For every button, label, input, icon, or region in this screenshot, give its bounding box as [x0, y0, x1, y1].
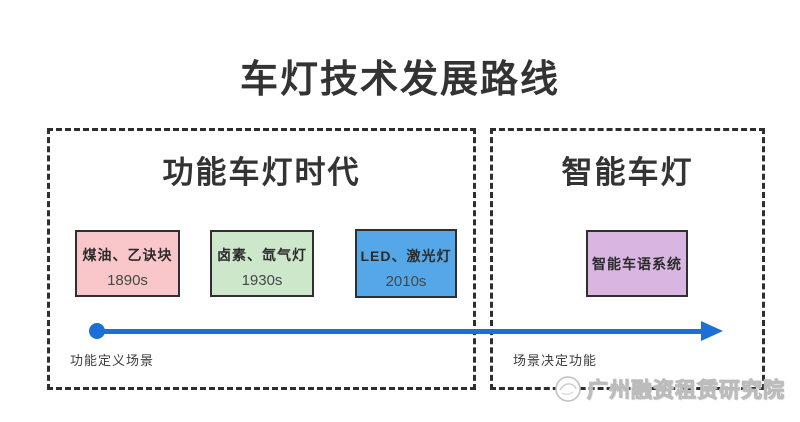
- era-functional-heading: 功能车灯时代: [162, 155, 361, 190]
- tech-year: 1890s: [107, 272, 148, 289]
- timeline-arrowhead-icon: [701, 321, 723, 341]
- era-smart-footer-label: 场景决定功能: [513, 353, 598, 368]
- tech-label: LED、激光灯: [360, 248, 452, 264]
- institute-logo-icon: [555, 376, 581, 402]
- era-smart-heading: 智能车灯: [561, 155, 694, 190]
- tech-year: 1930s: [241, 272, 283, 289]
- tech-box-led-laser: LED、激光灯 2010s: [355, 229, 457, 298]
- tech-box-kerosene: 煤油、乙诀块 1890s: [75, 230, 180, 297]
- era-functional-lamps: 功能车灯时代 功能定义场景: [47, 128, 476, 390]
- tech-box-halogen-xenon: 卤素、氙气灯 1930s: [210, 230, 314, 297]
- tech-label: 卤素、氙气灯: [217, 247, 307, 263]
- tech-label: 智能车语系统: [592, 255, 682, 272]
- era-functional-footer-label: 功能定义场景: [70, 353, 155, 368]
- tech-year: 2010s: [385, 273, 427, 290]
- watermark: 广州融资租赁研究院: [554, 374, 785, 404]
- watermark-text: 广州融资租赁研究院: [587, 379, 785, 403]
- page-title: 车灯技术发展路线: [239, 59, 560, 101]
- tech-box-smart-system: 智能车语系统: [586, 230, 688, 297]
- timeline-arrow-line: [97, 329, 705, 334]
- tech-label: 煤油、乙诀块: [82, 247, 173, 263]
- era-smart-lamps: 智能车灯 场景决定功能: [490, 128, 765, 390]
